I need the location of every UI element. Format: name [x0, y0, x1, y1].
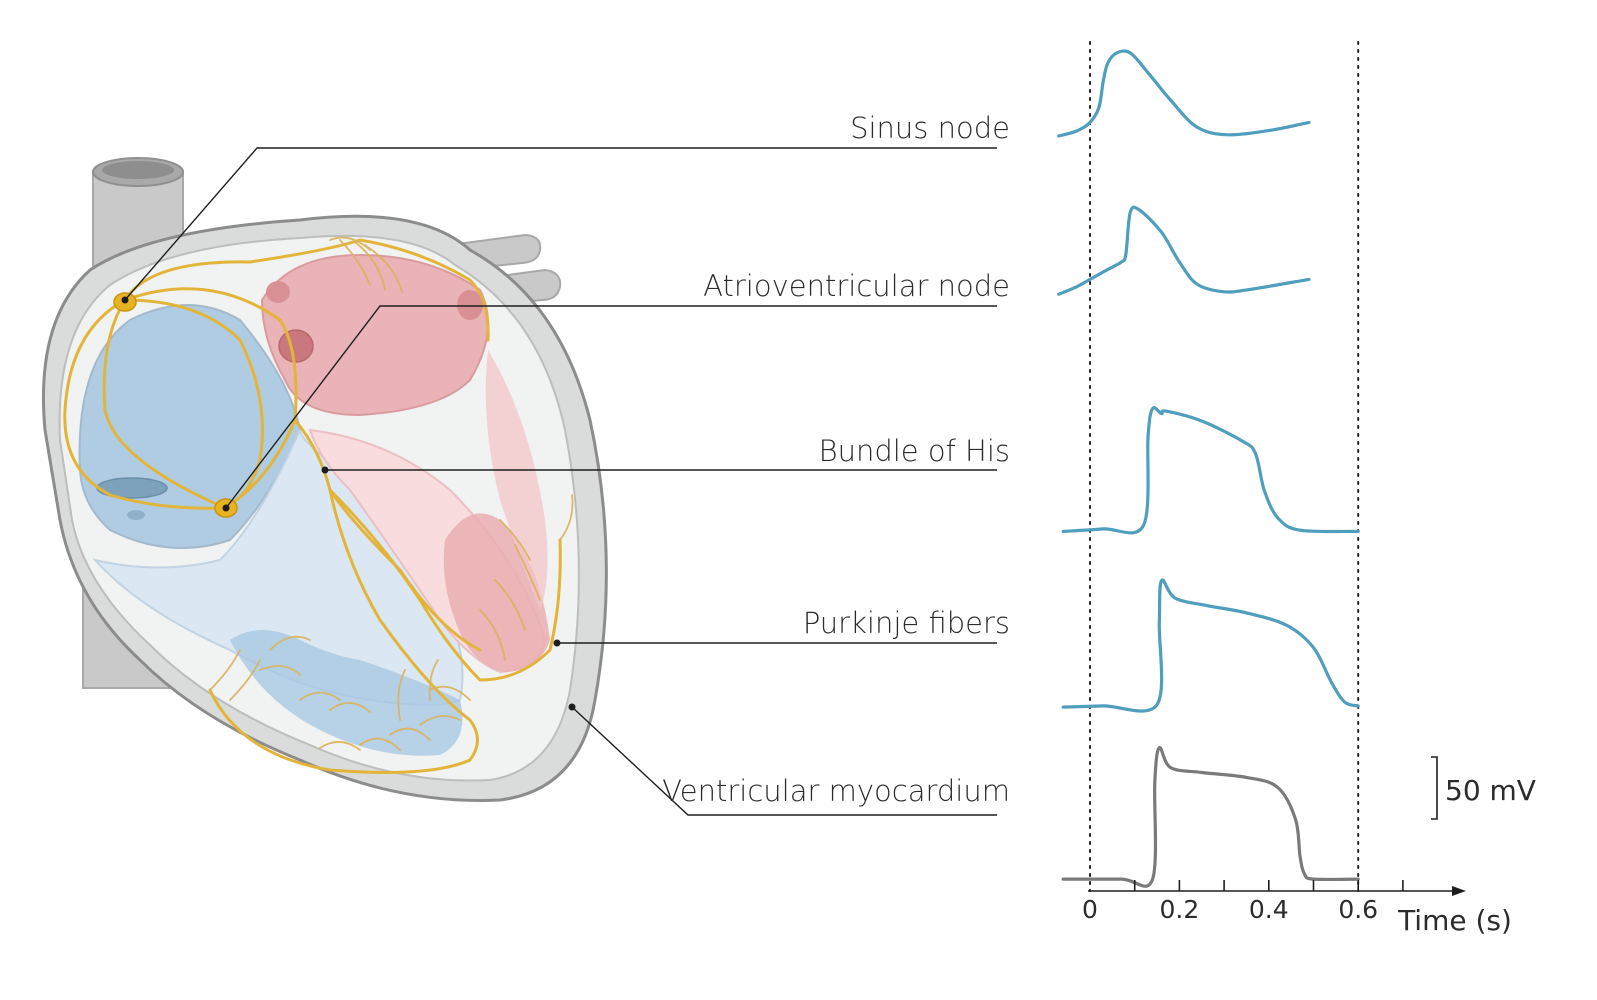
label-sinus-node: Sinus node — [850, 111, 1010, 145]
heart-illustration — [41, 157, 608, 802]
scale-bar-bracket — [1431, 756, 1438, 820]
vessel-opening — [127, 510, 145, 520]
time-markers — [1089, 41, 1360, 892]
x-tick-label: 0.2 — [1160, 895, 1200, 924]
leader-lines — [121, 147, 997, 816]
trace-purkinje-fibers — [1061, 578, 1360, 713]
label-av-node: Atrioventricular node — [703, 269, 1010, 303]
conduction-fibers — [63, 236, 574, 774]
label-bundle-of-his: Bundle of His — [819, 434, 1010, 468]
left-wall-shading — [485, 350, 548, 610]
label-purkinje-fibers: Purkinje fibers — [803, 606, 1010, 640]
trace-sinus-node — [1057, 49, 1311, 138]
x-tick-label: 0.6 — [1338, 895, 1378, 924]
time-axis-arrow — [1452, 886, 1466, 896]
trace-ventricular-myocardium — [1061, 746, 1360, 888]
time-axis — [1088, 886, 1466, 896]
action-potential-traces — [1057, 49, 1360, 888]
structure-labels: Sinus node Atrioventricular node Bundle … — [662, 111, 1010, 808]
x-tick-label: 0 — [1082, 895, 1098, 924]
left-atrium — [260, 253, 489, 417]
x-tick-label: 0.4 — [1249, 895, 1289, 924]
trace-atrioventricular-node — [1057, 205, 1311, 296]
time-axis-title: Time (s) — [1397, 904, 1512, 937]
label-ventricular-myocardium: Ventricular myocardium — [662, 774, 1010, 808]
action-potential-plot: 0 0.2 0.4 0.6 Time (s) 50 mV — [1057, 41, 1536, 937]
voltage-scale-bar: 50 mV — [1431, 756, 1536, 820]
right-ventricle-muscle — [230, 630, 463, 756]
time-axis-ticks: 0 0.2 0.4 0.6 — [1082, 880, 1404, 924]
trace-bundle-of-his — [1061, 406, 1360, 535]
scale-bar-label: 50 mV — [1445, 774, 1536, 807]
